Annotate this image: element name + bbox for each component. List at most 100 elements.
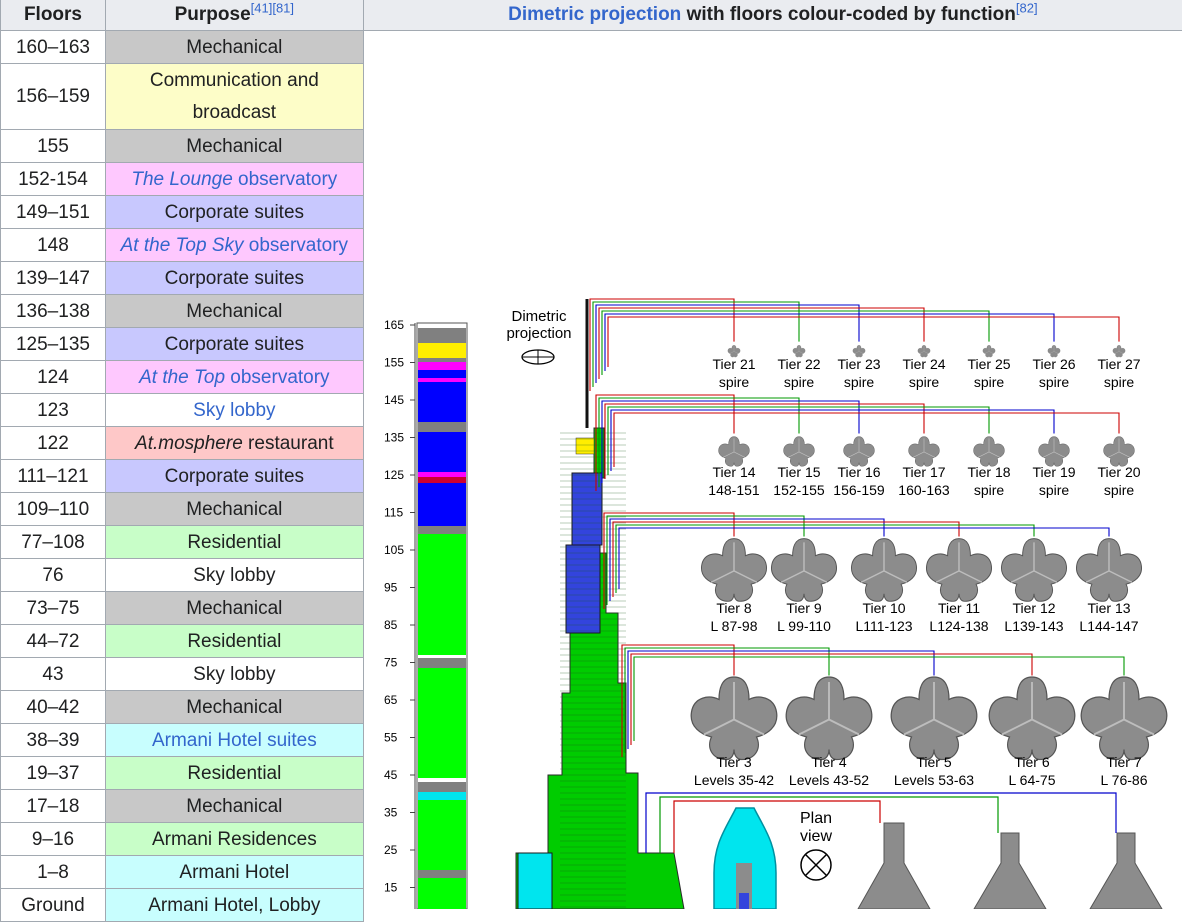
floors-cell: 40–42 xyxy=(1,691,106,724)
function-band xyxy=(418,526,466,534)
dimetric-projection-link[interactable]: Dimetric projection xyxy=(508,4,681,25)
tier-plan-shape xyxy=(771,539,836,602)
tier-name: Tier 3 xyxy=(716,754,751,770)
purpose-references[interactable]: [41][81] xyxy=(251,0,294,15)
purpose-header: Purpose[41][81] xyxy=(105,0,363,31)
tier-range: spire xyxy=(909,374,940,390)
tier-name: Tier 10 xyxy=(862,600,905,616)
tier-connector-line xyxy=(590,299,734,391)
diagram-header: Dimetric projection with floors colour-c… xyxy=(363,0,1182,31)
function-band xyxy=(418,472,466,477)
axis-tick-label: 85 xyxy=(384,618,398,632)
tier-plan-shape xyxy=(784,437,815,467)
floors-cell: 160–163 xyxy=(1,31,106,64)
axis-tick-label: 145 xyxy=(384,393,404,407)
floors-cell: 17–18 xyxy=(1,790,106,823)
purpose-cell: The Lounge observatory xyxy=(105,163,363,196)
axis-tick-label: 95 xyxy=(384,581,398,595)
tier-connector-line xyxy=(599,398,799,487)
tier-range: 152-155 xyxy=(773,482,825,498)
tower-elevation xyxy=(516,299,684,909)
function-band xyxy=(418,778,466,782)
tier-name: Tier 26 xyxy=(1032,356,1075,372)
function-band xyxy=(418,328,466,338)
tier-name: Tier 18 xyxy=(967,464,1010,480)
axis-tick-label: 55 xyxy=(384,731,398,745)
tier-range: spire xyxy=(1104,374,1135,390)
tier-range: 148-151 xyxy=(708,482,760,498)
tier-range: 156-159 xyxy=(833,482,885,498)
tier-plan-shape xyxy=(1001,539,1066,602)
function-band xyxy=(418,534,466,655)
tier-name: Tier 14 xyxy=(712,464,755,480)
function-band xyxy=(418,358,466,362)
floors-cell: 124 xyxy=(1,361,106,394)
floors-cell: Ground xyxy=(1,889,106,922)
tier-name: Tier 17 xyxy=(902,464,945,480)
floors-cell: 139–147 xyxy=(1,262,106,295)
floors-cell: 125–135 xyxy=(1,328,106,361)
floors-cell: 19–37 xyxy=(1,757,106,790)
floors-cell: 73–75 xyxy=(1,592,106,625)
tier-range: L144-147 xyxy=(1079,618,1138,634)
tier-range: L139-143 xyxy=(1004,618,1063,634)
function-band xyxy=(418,422,466,432)
tier-plan-shape xyxy=(844,437,875,467)
floors-cell: 1–8 xyxy=(1,856,106,889)
function-band xyxy=(418,878,466,909)
function-band xyxy=(418,382,466,422)
dimetric-label: Dimetric xyxy=(512,308,567,325)
purpose-cell: At.mosphere restaurant xyxy=(105,427,363,460)
function-band xyxy=(418,792,466,800)
tier-name: Tier 6 xyxy=(1014,754,1049,770)
purpose-cell: Sky lobby xyxy=(105,658,363,691)
purpose-cell: Corporate suites xyxy=(105,460,363,493)
diagram-reference[interactable]: [82] xyxy=(1016,0,1038,15)
purpose-cell: Corporate suites xyxy=(105,196,363,229)
at-the-top-link[interactable]: At the Top xyxy=(139,367,225,388)
purpose-cell: Residential xyxy=(105,526,363,559)
sky-lobby-link[interactable]: Sky lobby xyxy=(193,400,275,421)
tier-diagram: Tier 26 spire xyxy=(605,314,1076,390)
armani-hotel-suites-link[interactable]: Armani Hotel suites xyxy=(152,730,317,751)
tier-name: Tier 11 xyxy=(938,600,980,616)
floors-cell: 38–39 xyxy=(1,724,106,757)
tier-name: Tier 19 xyxy=(1032,464,1075,480)
tier-plan-shape xyxy=(1104,437,1135,467)
function-band xyxy=(418,800,466,870)
tier-name: Tier 25 xyxy=(967,356,1010,372)
the-lounge-link[interactable]: The Lounge xyxy=(131,169,232,190)
at-the-top-sky-link[interactable]: At the Top Sky xyxy=(121,235,244,256)
tier-name: Tier 23 xyxy=(837,356,880,372)
tier-range: Levels 43-52 xyxy=(789,772,869,788)
tier-name: Tier 20 xyxy=(1097,464,1140,480)
floors-cell: 123 xyxy=(1,394,106,427)
floors-cell: 152-154 xyxy=(1,163,106,196)
purpose-cell: Corporate suites xyxy=(105,262,363,295)
tier-plan-shape xyxy=(926,539,991,602)
dimetric-projection-diagram[interactable]: Dimetric projection Plan view xyxy=(364,33,1182,909)
purpose-cell: Armani Residences xyxy=(105,823,363,856)
tier-name: Tier 7 xyxy=(1106,754,1141,770)
tier-name: Tier 22 xyxy=(777,356,820,372)
tier-range: 160-163 xyxy=(898,482,950,498)
axis-tick-label: 115 xyxy=(384,506,403,520)
tier-name: Tier 15 xyxy=(777,464,820,480)
tier-range: L 64-75 xyxy=(1009,772,1056,788)
tier-range: spire xyxy=(1039,482,1070,498)
tier-name: Tier 27 xyxy=(1097,356,1140,372)
purpose-cell: Mechanical xyxy=(105,130,363,163)
purpose-cell: Corporate suites xyxy=(105,328,363,361)
floors-cell: 149–151 xyxy=(1,196,106,229)
dimetric-legend: Dimetric projection xyxy=(506,308,571,364)
purpose-cell: Residential xyxy=(105,625,363,658)
function-band xyxy=(418,343,466,358)
tier-plan-shape xyxy=(909,437,940,467)
tier-diagram: Tier 24 spire xyxy=(599,308,946,390)
tier-name: Tier 24 xyxy=(902,356,945,372)
tier-range: L 99-110 xyxy=(777,618,831,634)
tier-range: spire xyxy=(1104,482,1135,498)
